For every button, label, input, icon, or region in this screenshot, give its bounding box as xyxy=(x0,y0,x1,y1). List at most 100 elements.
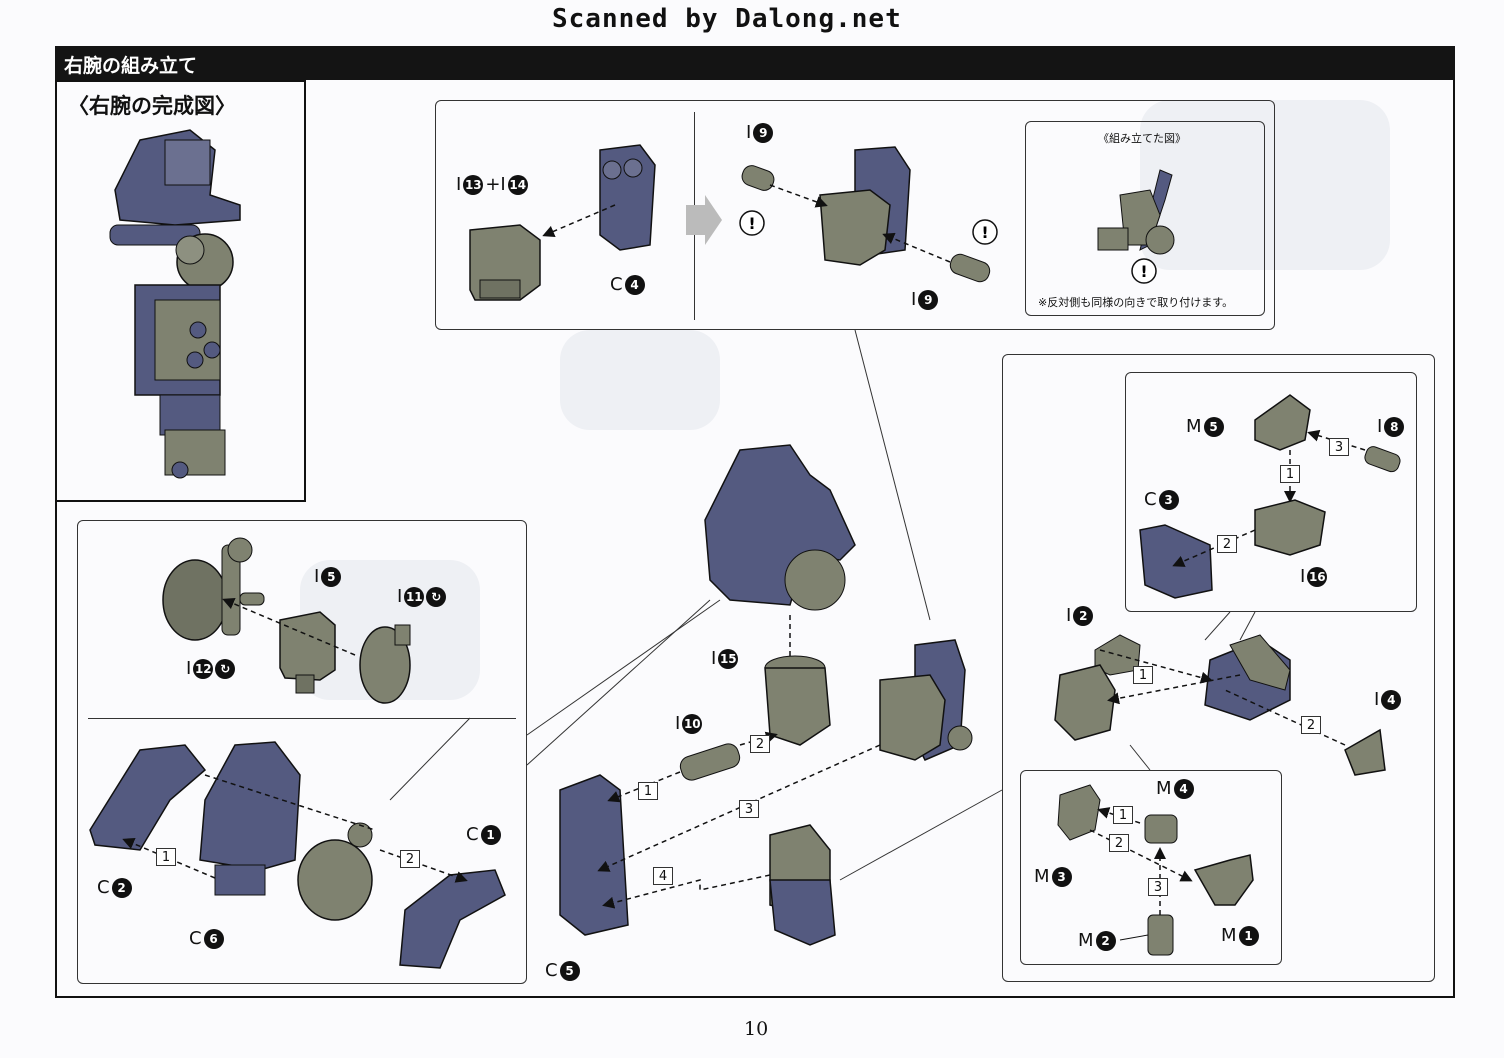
callout-lines xyxy=(389,329,1256,881)
step-badge: 3 xyxy=(1148,878,1168,896)
step-badge: 1 xyxy=(638,782,658,800)
part-m1 xyxy=(1193,854,1254,906)
label-prefix: I xyxy=(397,586,403,607)
label-number: 2 xyxy=(1095,930,1116,951)
part-i12 xyxy=(162,537,265,641)
label-prefix: M xyxy=(1221,925,1237,946)
part-i13-i14 xyxy=(469,224,541,301)
label-prefix: M xyxy=(1156,778,1172,799)
label-prefix: I xyxy=(911,289,917,310)
right-upper-subpanel xyxy=(1125,372,1417,612)
right-instruction-panel xyxy=(1002,354,1435,982)
panel-divider xyxy=(88,718,516,719)
step-badge: 1 xyxy=(156,848,176,866)
caution-icon: ! xyxy=(739,210,765,236)
part-m2 xyxy=(1147,914,1174,956)
bleed-through-shape xyxy=(560,330,720,430)
label-number: 9 xyxy=(753,122,774,143)
right-lower-subpanel xyxy=(1020,770,1282,965)
assembled-view-figure xyxy=(1097,169,1175,255)
assembled-view-note: ※反対側も同様の向きで取り付けます。 xyxy=(1038,296,1234,309)
completed-view-title: 〈右腕の完成図〉 xyxy=(68,94,236,118)
label-number: 16 xyxy=(1307,566,1328,587)
assembly-upper-arm xyxy=(879,639,973,761)
step-badge: 2 xyxy=(1109,834,1129,852)
assembly-joint-left xyxy=(297,822,373,921)
cut-mark-icon: ↻ xyxy=(215,658,236,679)
label-number: 5 xyxy=(321,566,342,587)
part-i8 xyxy=(1364,446,1401,473)
completed-arm-figure xyxy=(109,129,241,479)
label-number: 3 xyxy=(1158,489,1179,510)
section-title: 右腕の組み立て xyxy=(64,55,198,77)
svg-text:!: ! xyxy=(748,214,755,233)
scan-credit: Scanned by Dalong.net xyxy=(552,4,902,34)
step-badge: 4 xyxy=(653,867,673,885)
label-number: 5 xyxy=(559,960,580,981)
part-i11 xyxy=(359,624,411,704)
svg-text:!: ! xyxy=(981,223,988,242)
label-number: 5 xyxy=(1203,416,1224,437)
central-shoulder-armor xyxy=(704,444,856,611)
label-number: 12 xyxy=(193,658,214,679)
part-m5 xyxy=(1254,394,1311,451)
part-i10 xyxy=(679,743,741,781)
part-i9-bottom xyxy=(949,253,991,283)
assembly-elbow xyxy=(769,824,836,946)
step-badge: 2 xyxy=(400,850,420,868)
caution-icon: ! xyxy=(1131,258,1157,284)
caution-icon: ! xyxy=(972,219,998,245)
left-instruction-panel xyxy=(77,520,527,984)
label-i13-i14: I 13 +I 14 xyxy=(456,174,528,195)
step-badge: 3 xyxy=(1329,438,1349,456)
label-number: 6 xyxy=(203,928,224,949)
assembled-view-title: 《組み立てた図》 xyxy=(1098,132,1186,145)
label-number: 10 xyxy=(682,713,703,734)
label-number: 3 xyxy=(1051,866,1072,887)
part-c5 xyxy=(559,774,629,936)
part-c2 xyxy=(89,744,207,851)
label-number: 4 xyxy=(1173,778,1194,799)
label-prefix: I xyxy=(314,566,320,587)
label-prefix: M xyxy=(1078,930,1094,951)
label-prefix: I xyxy=(456,174,462,195)
label-prefix: M xyxy=(1034,866,1050,887)
label-prefix: C xyxy=(545,960,558,981)
part-m3 xyxy=(1057,784,1101,841)
step-badge: 2 xyxy=(750,735,770,753)
label-prefix: I xyxy=(186,658,192,679)
label-prefix: I xyxy=(1377,416,1383,437)
label-number: 2 xyxy=(111,877,132,898)
label-number: 14 xyxy=(507,174,528,195)
part-i15 xyxy=(764,655,831,746)
label-prefix: C xyxy=(466,824,479,845)
label-prefix: C xyxy=(1144,489,1157,510)
label-number: 1 xyxy=(480,824,501,845)
part-c6 xyxy=(199,741,301,896)
part-c1 xyxy=(399,869,506,969)
part-c4 xyxy=(599,144,656,251)
assembled-view-box xyxy=(1025,121,1265,316)
label-prefix: I xyxy=(711,648,717,669)
section-header-bar xyxy=(55,46,1455,80)
label-prefix: I xyxy=(746,122,752,143)
cut-mark-icon: ↻ xyxy=(426,586,447,607)
part-i4 xyxy=(1344,728,1386,776)
step-badge: 1 xyxy=(1280,465,1300,483)
label-number: 11 xyxy=(404,586,425,607)
label-number: 4 xyxy=(1381,689,1402,710)
